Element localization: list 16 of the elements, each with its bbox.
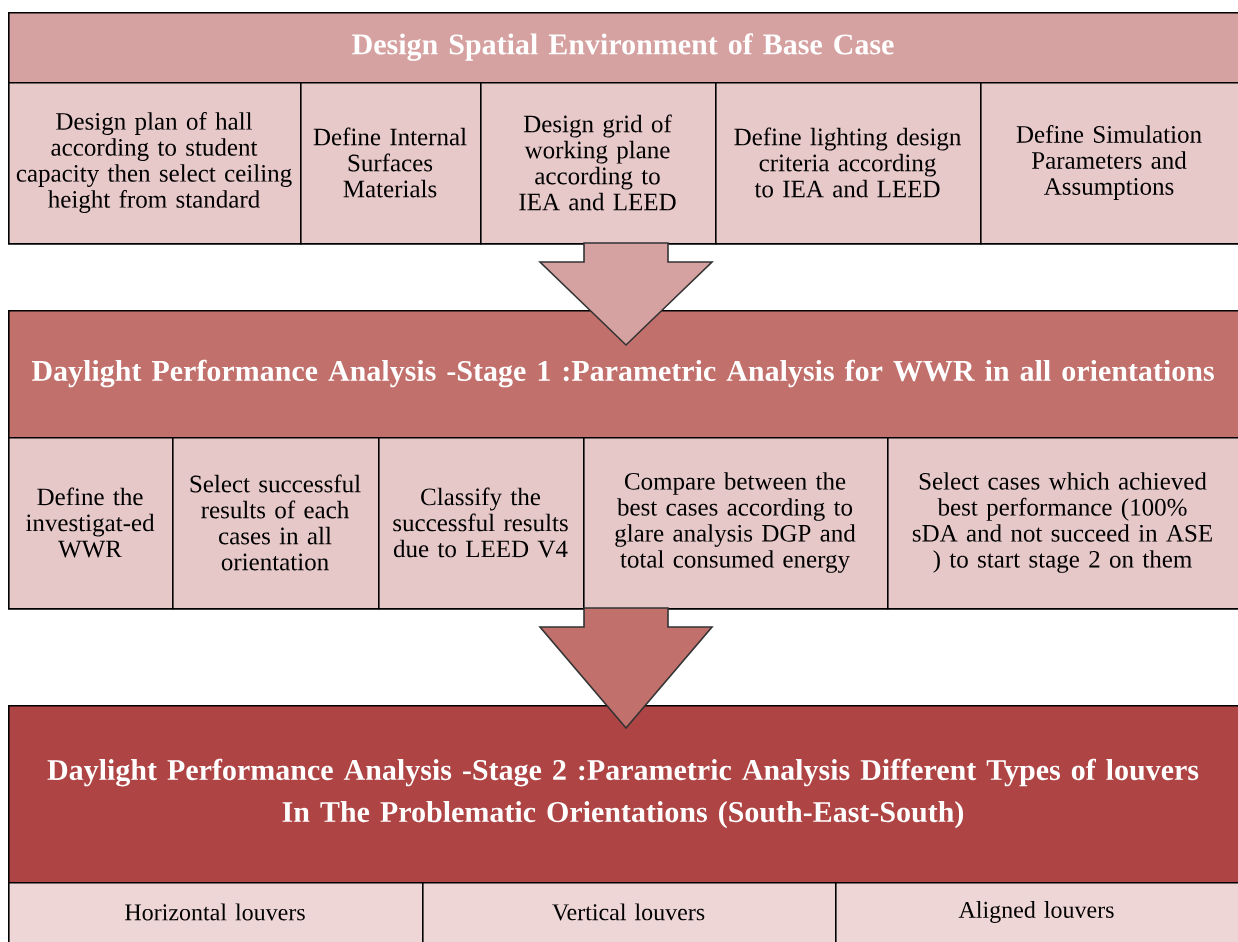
node-label: Horizontal louvers xyxy=(125,903,305,921)
block-arrow xyxy=(538,242,714,347)
step-box: Design plan of hall according to student capacity then select ceiling height from standard xyxy=(8,82,302,245)
step-box: Compare between the best cases according to glare analysis DGP and total consumed energy xyxy=(583,437,889,610)
block-arrow xyxy=(538,607,714,730)
step-box: Classify the successful results due to LEED V4 xyxy=(378,437,585,610)
step-box: Vertical louvers xyxy=(422,882,837,942)
step-box: Horizontal louvers xyxy=(8,882,424,942)
step-box: Design grid of working plane according to IEA and LEED xyxy=(480,82,717,245)
step-box: Select successful results of each cases in all orientation xyxy=(172,437,380,610)
step-box: Define lighting design criteria according to IEA and LEED xyxy=(715,82,982,245)
step-box: Define Simulation Parameters and Assumptions xyxy=(980,82,1238,245)
step-box: Aligned louvers xyxy=(835,882,1238,942)
step-box: Define Internal Surfaces Materials xyxy=(300,82,482,245)
step-box: Define the investigat-ed WWR xyxy=(8,437,174,610)
step-box: Select cases which achieved best performance (100% sDA and not succeed in ASE ) to start stage 2 on them xyxy=(887,437,1238,610)
